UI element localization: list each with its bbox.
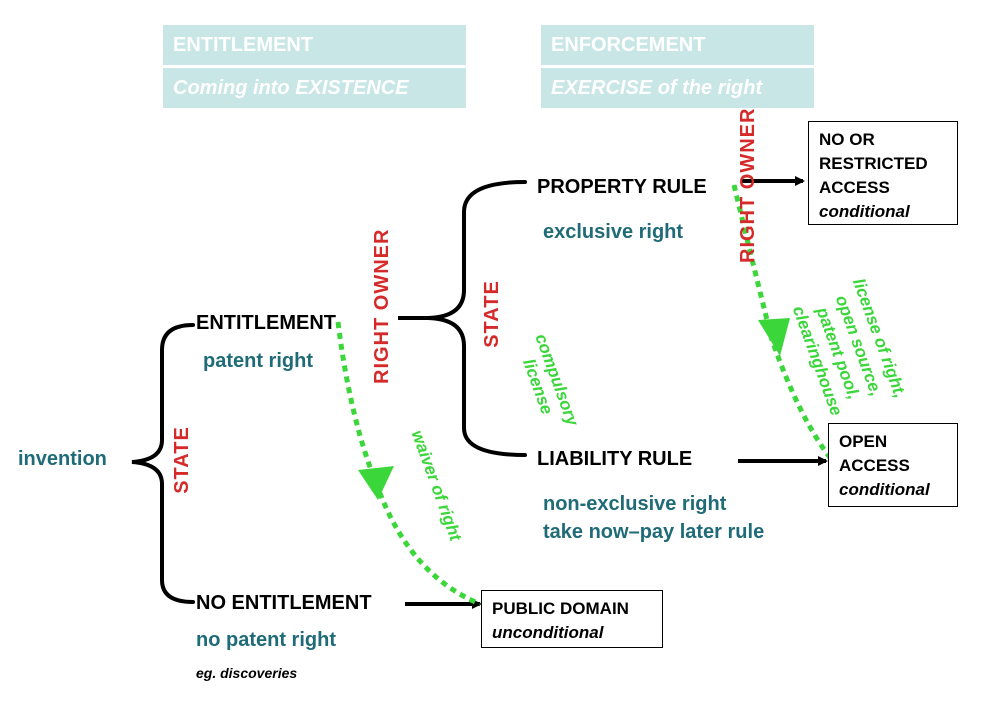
license-arrowhead: [758, 318, 790, 356]
outcome-restricted-access: NO OR RESTRICTED ACCESS conditional: [808, 121, 958, 225]
outcome-public-domain: PUBLIC DOMAIN unconditional: [481, 590, 663, 648]
open-line1: OPEN: [839, 432, 888, 451]
outcome-open-access: OPEN ACCESS conditional: [828, 423, 958, 507]
actor-right-owner-1: RIGHT OWNER: [371, 228, 393, 384]
actor-right-owner-2: RIGHT OWNER: [737, 107, 759, 263]
dashed-waiver: [335, 321, 481, 607]
header-existence: Coming into EXISTENCE: [163, 68, 466, 108]
node-entitlement: ENTITLEMENT: [196, 312, 336, 334]
node-eg-discoveries: eg. discoveries: [196, 665, 298, 681]
node-liability-rule: LIABILITY RULE: [537, 448, 693, 470]
restricted-line1: NO OR: [819, 130, 875, 149]
node-take-now-pay-later: take now–pay later rule: [543, 521, 765, 543]
open-condition: conditional: [839, 480, 930, 499]
header-exercise: EXERCISE of the right: [541, 68, 814, 108]
node-property-rule: PROPERTY RULE: [537, 176, 707, 198]
node-non-exclusive-right: non-exclusive right: [543, 493, 727, 515]
restricted-line3: ACCESS: [819, 178, 890, 197]
node-no-patent-right: no patent right: [196, 629, 336, 651]
node-patent-right: patent right: [203, 350, 313, 372]
header-entitlement: ENTITLEMENT: [163, 25, 466, 65]
node-exclusive-right: exclusive right: [543, 221, 684, 243]
public-condition: unconditional: [492, 623, 604, 642]
actor-state-2: STATE: [481, 280, 503, 348]
node-no-entitlement: NO ENTITLEMENT: [196, 592, 372, 614]
brace-entitlement: [427, 180, 527, 457]
header-enforcement: ENFORCEMENT: [541, 25, 814, 65]
public-line1: PUBLIC DOMAIN: [492, 599, 629, 618]
waiver-arrowhead: [358, 466, 394, 500]
open-line2: ACCESS: [839, 456, 910, 475]
actor-state-1: STATE: [171, 426, 193, 494]
restricted-condition: conditional: [819, 202, 910, 221]
brace-invention: [131, 323, 195, 604]
restricted-line2: RESTRICTED: [819, 154, 928, 173]
node-invention: invention: [18, 448, 107, 470]
